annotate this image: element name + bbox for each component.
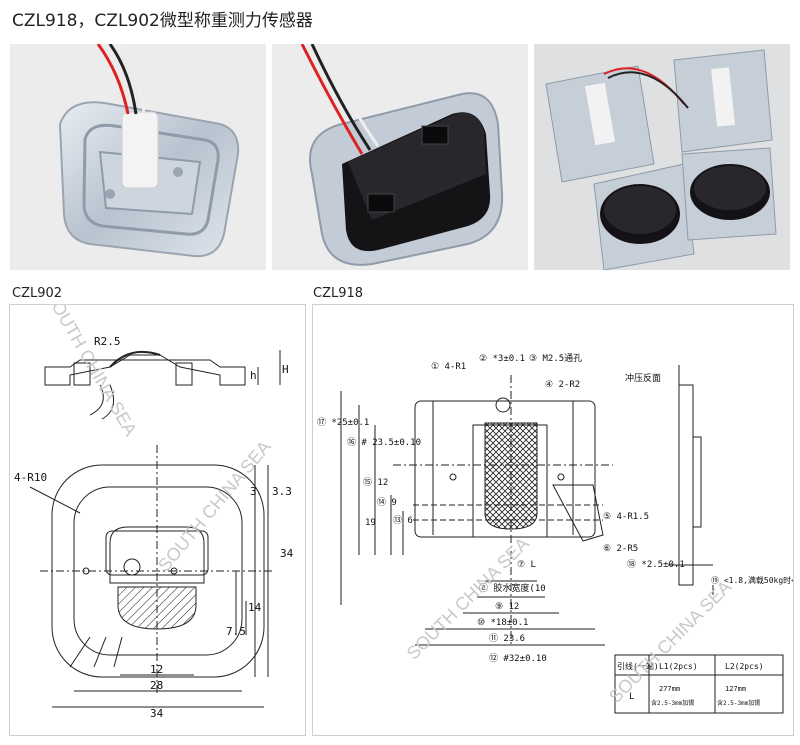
note-7: ⑦ L <box>517 560 536 570</box>
note-8: ⑧ 胶水宽度(10 <box>479 582 546 594</box>
note-5: ⑤ 4-R1.5 <box>603 512 649 522</box>
table-header-lead: 引线(一端) <box>617 661 659 671</box>
note-13: ⑬ 6 <box>393 515 413 526</box>
note-19: ⑲ <1.8,满载50kg时<2.5 <box>711 575 793 585</box>
watermark-1: SOUTH CHINA SEA <box>42 305 141 439</box>
dim-r25: R2.5 <box>94 335 121 348</box>
table-header-l1: L1(2pcs) <box>659 662 698 671</box>
dim-14: 14 <box>248 601 262 614</box>
dim-75: 7.5 <box>226 625 246 638</box>
note-18: ⑱ *2.5±0.1 <box>627 559 685 570</box>
note-17: ⑰ *25±0.1 <box>317 417 369 428</box>
note-4: ④ 2-R2 <box>545 380 580 390</box>
dim-h: h <box>250 369 257 382</box>
dim-H: H <box>282 363 289 376</box>
dim-4r10: 4-R10 <box>14 471 47 484</box>
note-15: ⑮ 12 <box>363 477 388 488</box>
table-cell-l2-a: 127mm <box>725 685 746 693</box>
note-16: ⑯ # 23.5±0.10 <box>347 437 421 448</box>
note-1: ① 4-R1 <box>431 362 466 372</box>
note-2: ② *3±0.1 <box>479 354 525 364</box>
photo-czl902-sensor <box>272 44 528 270</box>
dim-28: 28 <box>150 679 163 692</box>
note-9: ⑨ 12 <box>495 602 519 612</box>
dim-12: 12 <box>150 663 163 676</box>
table-cell-l2-b: 含2.5-3mm加锡 <box>717 699 760 707</box>
note-12: ⑫ #32±0.10 <box>489 653 547 664</box>
table-header-l2: L2(2pcs) <box>725 662 764 671</box>
note-11: ⑪ 23.6 <box>489 633 525 644</box>
czl902-drawing: R2.5 h H 4-R10 3 3.3 34 14 7.5 12 28 34 … <box>9 304 306 736</box>
czl918-drawing: ① 4-R1 ② *3±0.1 ③ M2.5通孔 ④ 2-R2 冲压反面 ⑤ 4… <box>312 304 794 736</box>
dim-33: 3.3 <box>272 485 292 498</box>
page-title: CZL918，CZL902微型称重测力传感器 <box>12 11 313 31</box>
note-14: ⑭ 9 <box>377 497 397 508</box>
photo-sensor-group <box>534 44 790 270</box>
note-3: ③ M2.5通孔 <box>529 353 582 364</box>
table-cell-l1-a: 277mm <box>659 685 680 693</box>
czl918-label: CZL918 <box>313 286 364 301</box>
dim-34b: 34 <box>150 707 164 720</box>
dim-34: 34 <box>280 547 294 560</box>
spec-table: 引线(一端) L1(2pcs) L2(2pcs) L 277mm 含2.5-3m… <box>614 654 784 714</box>
dim-3: 3 <box>250 485 257 498</box>
note-6: ⑥ 2-R5 <box>603 544 638 554</box>
photo-czl918-sensor <box>10 44 266 270</box>
table-cell-l1-b: 含2.5-3mm加锡 <box>651 699 694 707</box>
note-10: ⑩ *18±0.1 <box>477 618 528 628</box>
note-press: 冲压反面 <box>625 372 661 384</box>
table-row-label: L <box>629 692 634 702</box>
dim-19: 19 <box>365 518 376 528</box>
watermark-2: SOUTH CHINA SEA <box>154 437 275 576</box>
czl902-label: CZL902 <box>12 286 63 301</box>
